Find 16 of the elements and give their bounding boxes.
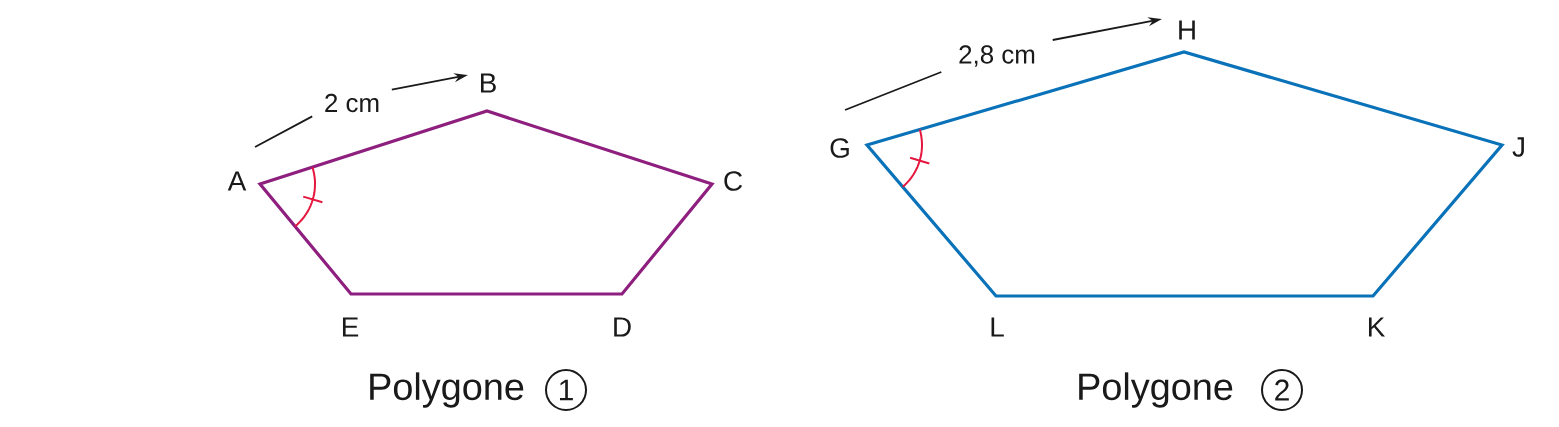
circled-number: 2 (1261, 369, 1303, 411)
vertex-label: D (614, 317, 631, 337)
circled-number: 1 (545, 369, 587, 411)
dimension-label: 2 cm (325, 93, 379, 113)
vertex-label: K (1369, 317, 1385, 337)
polygon-caption: Polygone (1079, 372, 1233, 408)
vertex-label: G (830, 138, 849, 158)
vertex-label: C (724, 171, 742, 191)
vertex-label: J (1512, 137, 1524, 157)
vertex-label: H (1179, 20, 1195, 40)
vertex-label: E (343, 317, 359, 337)
polygon-caption: Polygone (370, 372, 524, 408)
vertex-label: A (227, 171, 247, 191)
vertex-label: L (991, 317, 1004, 337)
dimension-label: 2,8 cm (959, 45, 1035, 67)
vertex-label: B (481, 73, 496, 93)
